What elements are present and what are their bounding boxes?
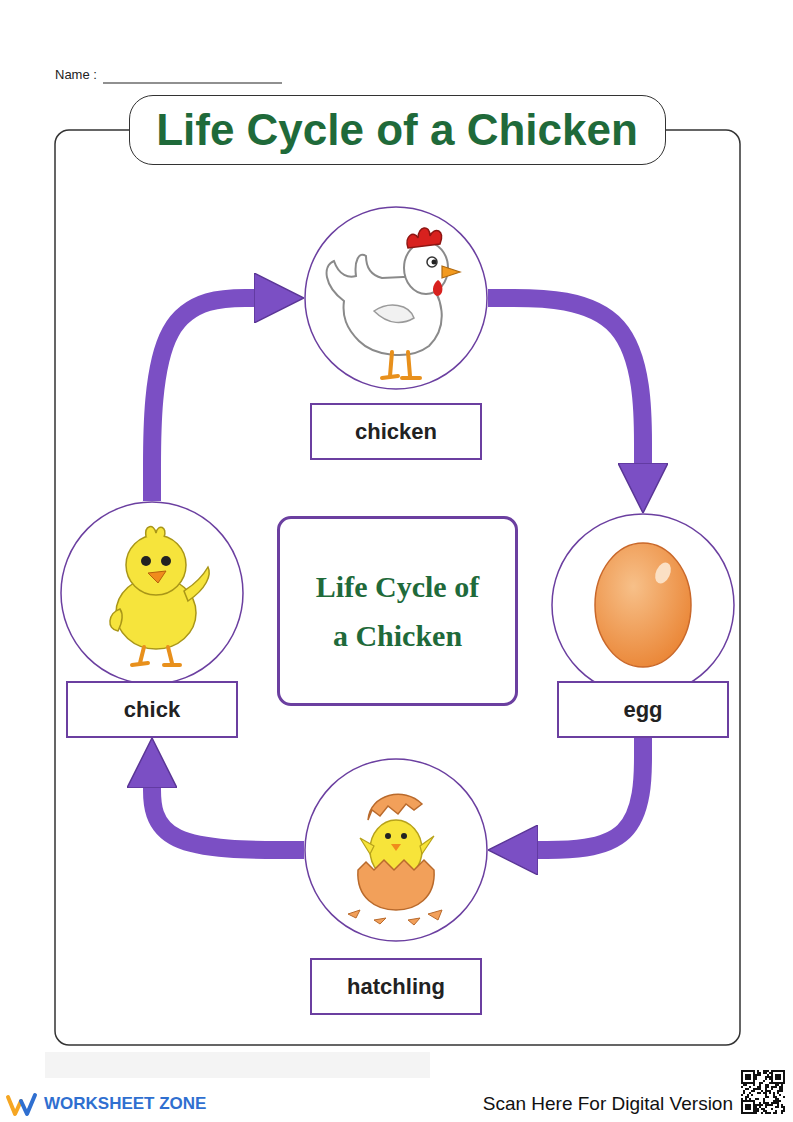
title-text: Life Cycle of a Chicken xyxy=(156,105,638,155)
footer-band xyxy=(45,1052,430,1078)
stage-illustration xyxy=(327,228,460,378)
stage-illustration xyxy=(348,794,442,925)
stage-circle xyxy=(551,513,735,697)
title-box: Life Cycle of a Chicken xyxy=(129,95,666,165)
cycle-arrow xyxy=(152,298,264,501)
stage-label-box: chick xyxy=(66,681,238,738)
name-field-label-text: Name : xyxy=(55,67,97,82)
stage-illustration xyxy=(110,527,209,665)
stage-label: egg xyxy=(623,697,662,723)
name-line xyxy=(103,82,282,83)
brand-logo: WORKSHEET ZONE xyxy=(44,1094,206,1114)
scan-note: Scan Here For Digital Version xyxy=(483,1093,733,1115)
name-field-label: Name : xyxy=(55,67,97,82)
brand-logo-text: WORKSHEET ZONE xyxy=(44,1094,206,1113)
scan-note-text: Scan Here For Digital Version xyxy=(483,1093,733,1114)
stage-label-box: hatchling xyxy=(310,958,482,1015)
center-outline: Life Cycle of a Chicken xyxy=(277,516,518,706)
stage-label: hatchling xyxy=(347,974,445,1000)
center-box: Life Cycle of a Chicken xyxy=(277,516,518,706)
stage-circle xyxy=(304,758,488,942)
stage-label-box: egg xyxy=(557,681,729,738)
center-title: Life Cycle of a Chicken xyxy=(308,562,488,660)
stage-label: chick xyxy=(124,697,180,723)
page-frame xyxy=(55,130,740,1045)
stage-label: chicken xyxy=(355,419,437,445)
stage-illustration xyxy=(595,543,691,667)
cycle-arrow xyxy=(152,778,304,850)
qr-code xyxy=(741,1070,785,1114)
stage-node: chick xyxy=(60,501,244,738)
stage-circle xyxy=(60,501,244,685)
logo-mark xyxy=(8,1095,35,1114)
stage-node: hatchling xyxy=(304,758,488,1015)
cycle-arrow xyxy=(528,738,643,850)
stage-circle xyxy=(304,206,488,390)
stage-node: egg xyxy=(551,513,735,738)
stage-node: chicken xyxy=(304,206,488,460)
stage-label-box: chicken xyxy=(310,403,482,460)
cycle-arrow xyxy=(488,298,643,473)
